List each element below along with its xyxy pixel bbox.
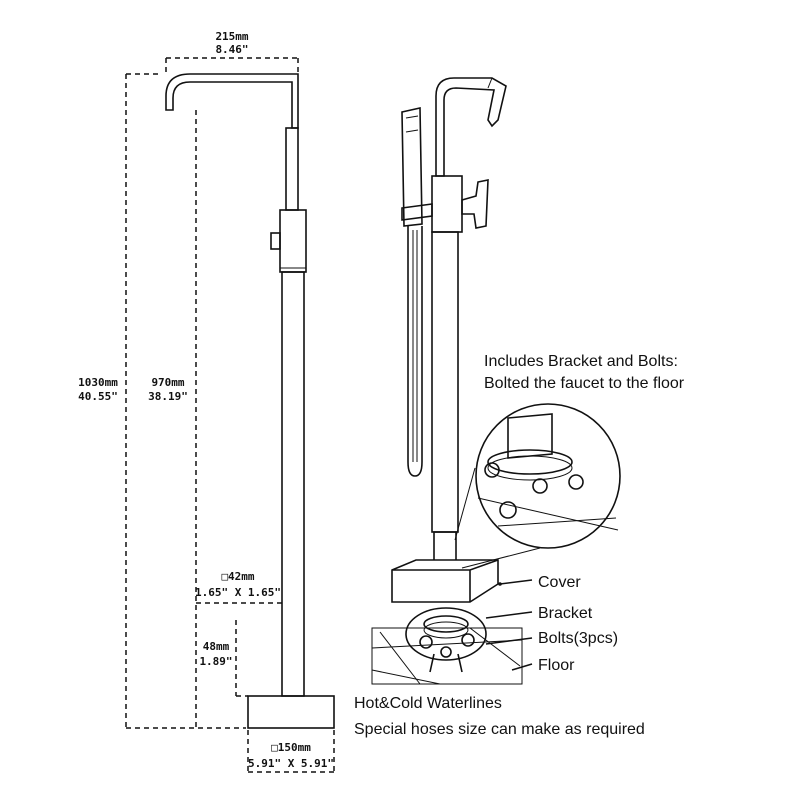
waterlines-label: Hot&Cold Waterlines xyxy=(354,695,502,712)
bracket-floor-detail xyxy=(371,607,523,685)
perspective-pipe xyxy=(431,231,459,533)
dimension-lines xyxy=(125,57,335,773)
bolt-2 xyxy=(532,478,548,494)
hoses-note: Special hoses size can make as required xyxy=(354,721,645,738)
spout-outline xyxy=(165,73,299,129)
zoom-circle xyxy=(475,403,621,549)
bolt-4 xyxy=(499,501,517,519)
shower-holder xyxy=(401,203,433,221)
bracket-label: Bracket xyxy=(538,605,593,622)
floor-plane xyxy=(371,627,523,685)
bolt-3 xyxy=(568,474,584,490)
mixer-body xyxy=(279,209,307,273)
floor-label: Floor xyxy=(538,657,575,674)
perspective-spout xyxy=(435,77,507,177)
base-plate xyxy=(247,695,335,729)
perspective-mixer xyxy=(431,175,463,233)
upper-riser xyxy=(285,127,299,211)
perspective-drawing xyxy=(391,77,507,603)
callout-leaders xyxy=(485,579,533,671)
total-height-mm: 1030mm xyxy=(78,376,118,389)
base-height-in: 1.89" xyxy=(199,655,232,668)
bracket-ellipse xyxy=(405,607,487,661)
base-height-mm: 48mm xyxy=(203,640,230,653)
bracket-note-line1: Includes Bracket and Bolts: xyxy=(484,353,678,370)
bracket-note-line2: Bolted the faucet to the floor xyxy=(484,375,685,392)
shower-hose xyxy=(407,226,423,477)
bolts-label: Bolts(3pcs) xyxy=(538,630,618,647)
cover-label: Cover xyxy=(538,574,581,591)
side-elevation-drawing xyxy=(165,73,335,729)
main-pipe xyxy=(281,271,305,697)
spout-width-mm: 215mm xyxy=(215,30,248,43)
zoom-circle-detail xyxy=(454,403,621,569)
spout-width-in: 8.46" xyxy=(215,43,248,56)
base-size-in: 5.91" X 5.91" xyxy=(248,757,334,770)
hand-shower xyxy=(401,107,423,227)
total-height-in: 40.55" xyxy=(78,390,118,403)
pipe-section-mm: □42mm xyxy=(221,570,254,583)
handle-knob xyxy=(270,232,281,250)
base-size-mm: □150mm xyxy=(271,741,311,754)
lever-handle xyxy=(461,179,489,229)
pipe-section-in: 1.65" X 1.65" xyxy=(195,586,281,599)
pipe-height-in: 38.19" xyxy=(148,390,188,403)
bolt-1 xyxy=(484,462,500,478)
pipe-height-mm: 970mm xyxy=(151,376,184,389)
